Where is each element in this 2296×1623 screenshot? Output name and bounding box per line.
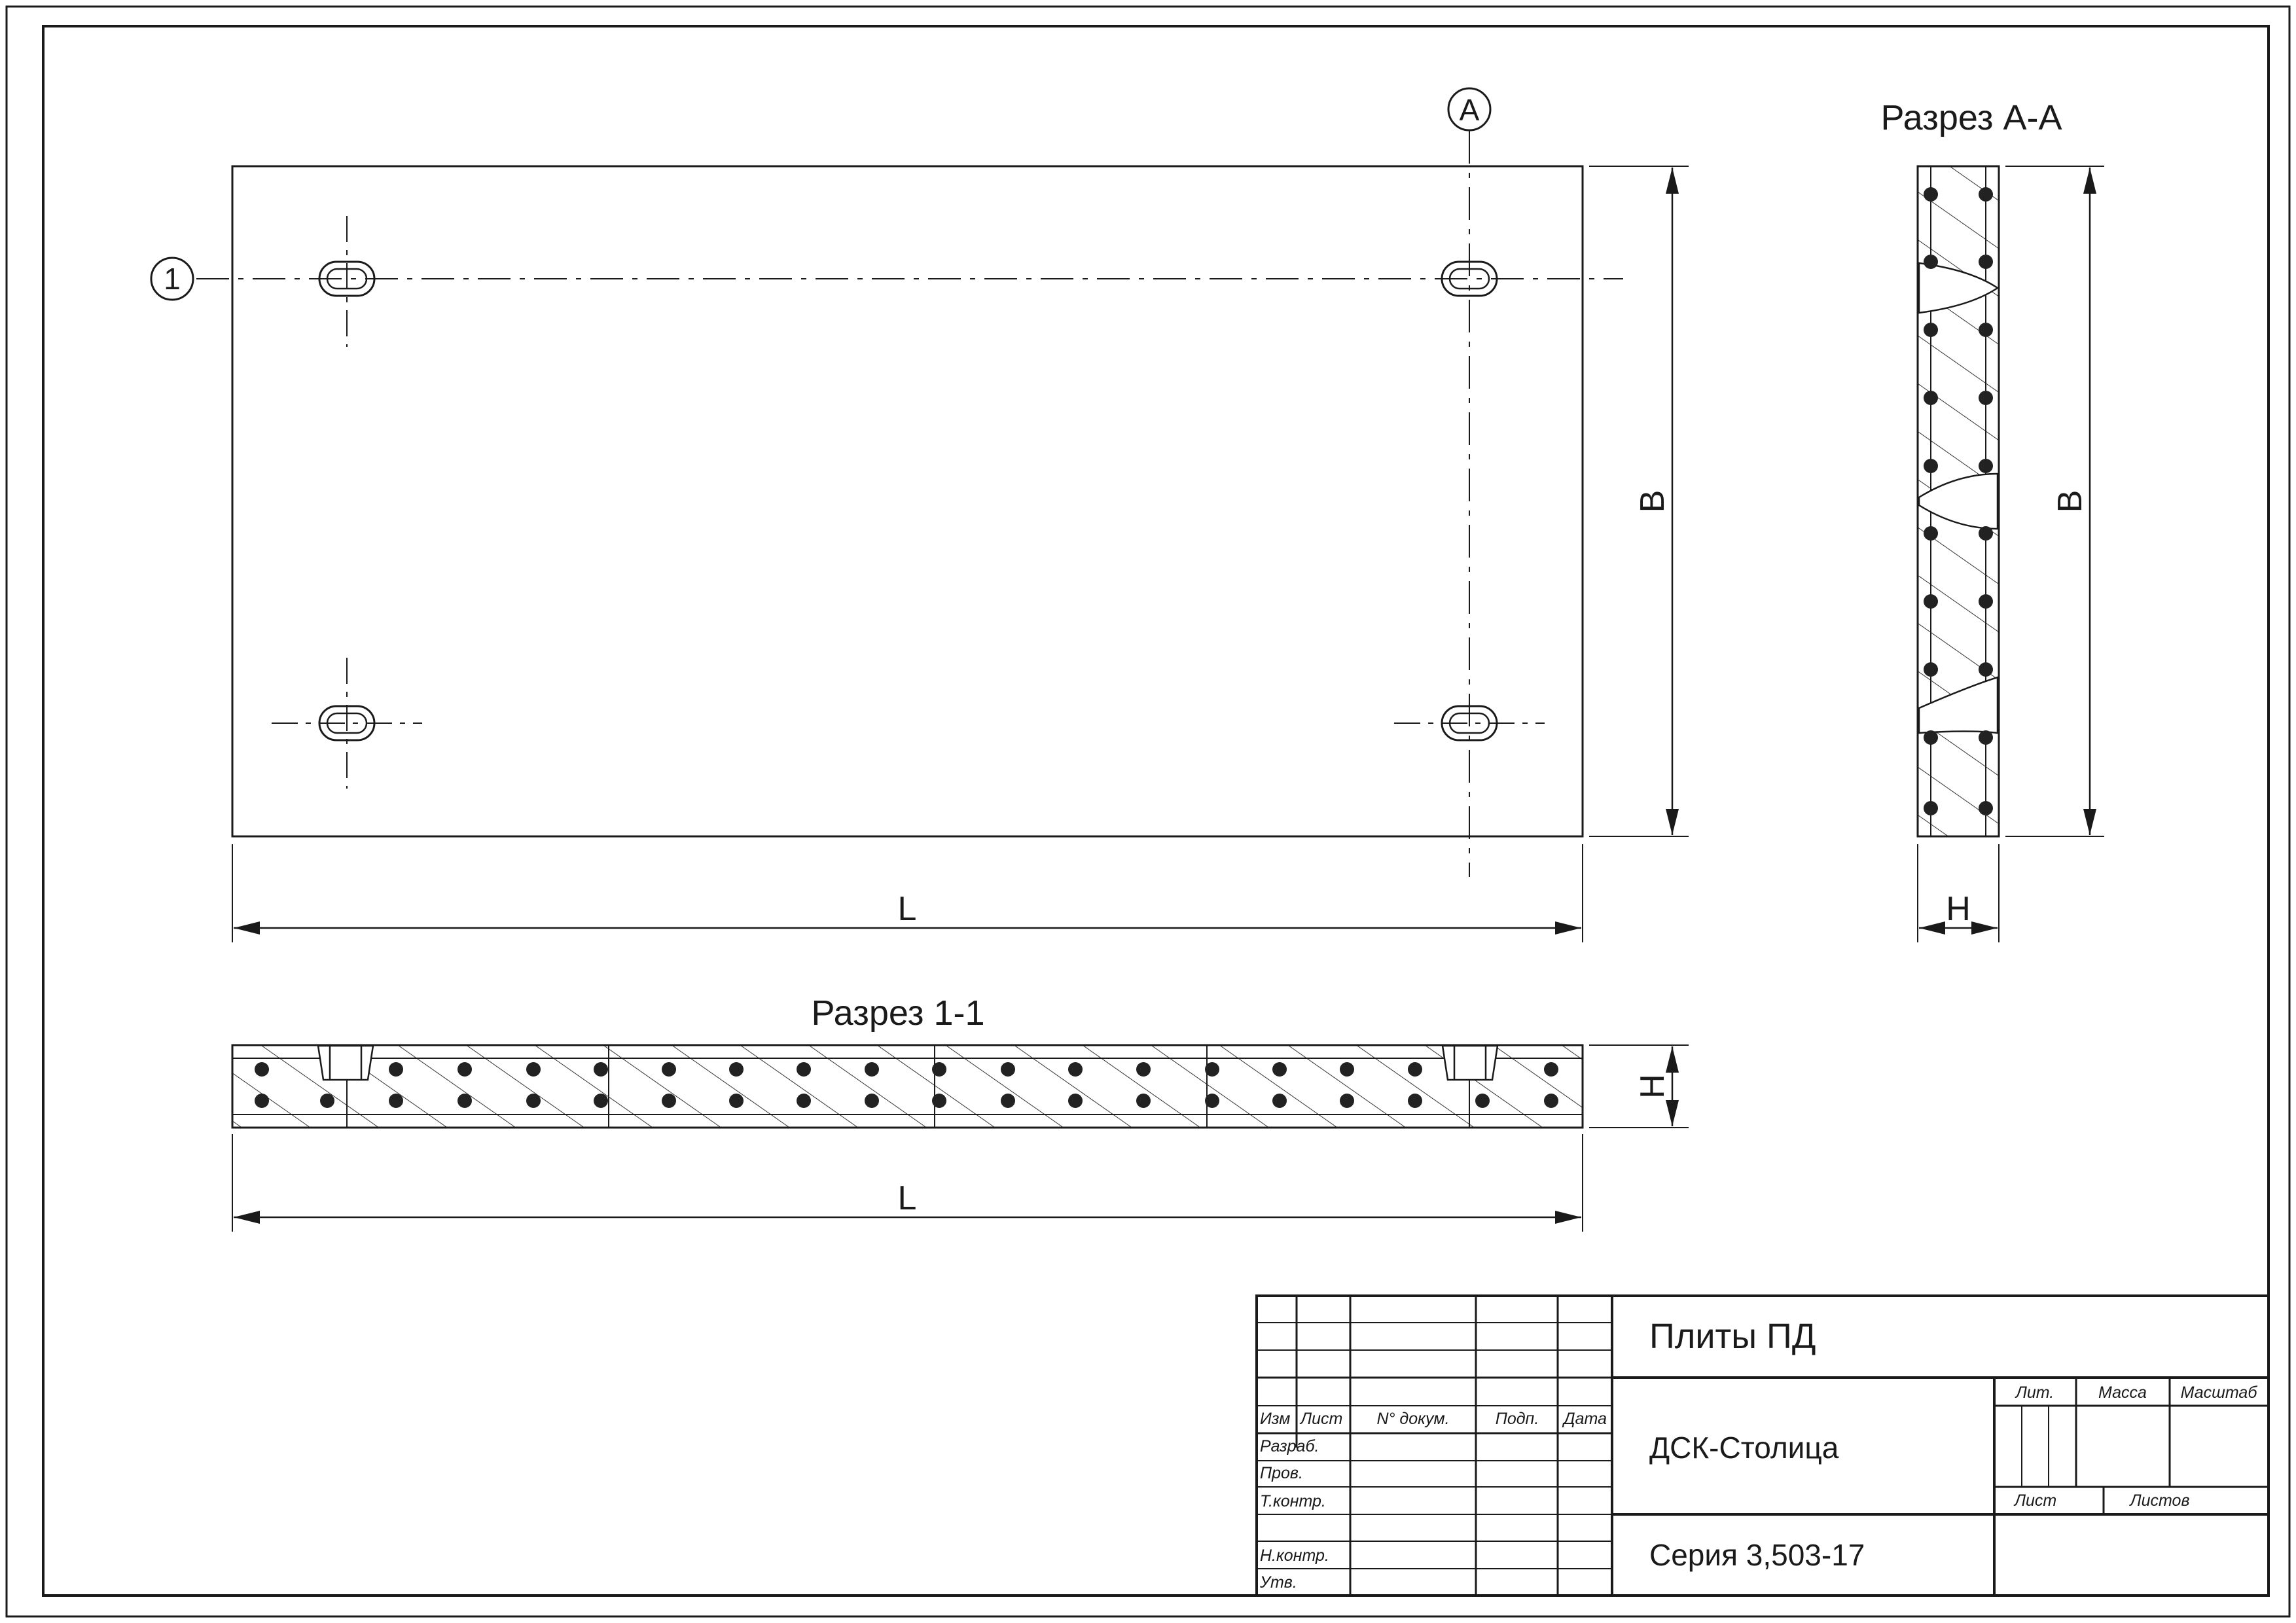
section-aa-rebar [1924, 187, 1993, 815]
dimension-h-section-aa-label: H [1946, 890, 1971, 928]
stage-sheets-label: Листов [2128, 1491, 2189, 1510]
dimension-b-section: B [2005, 166, 2104, 837]
dimension-b-plan: B [1589, 166, 1689, 837]
title-block: Изм Лист N° докум. Подп. Дата Разраб. Пр… [1255, 1294, 2270, 1597]
role-tech-control-label: Т.контр. [1260, 1492, 1326, 1510]
dimension-l-plan-label: L [898, 890, 917, 928]
lifting-loop-tl [318, 260, 376, 297]
section-11-outline [231, 1044, 1584, 1129]
section-11-view: Разрез 1-1 [231, 993, 1689, 1232]
section-aa-loop-top [1918, 262, 2000, 314]
dimension-b-section-label: B [2051, 490, 2089, 513]
stage-lit-label: Лит. [2015, 1383, 2054, 1402]
section-aa-loop-mid [1918, 473, 1999, 530]
drawing-frame [42, 25, 2270, 1597]
dimension-h-section-aa: H [1917, 844, 2000, 942]
title-block-grid [1257, 1296, 2269, 1596]
col-signature-label: Подп. [1496, 1410, 1539, 1428]
lifting-loop-br [1441, 705, 1498, 741]
section-aa-title: Разрез А-А [1880, 98, 2062, 137]
dimension-l-section-11-label: L [898, 1179, 917, 1217]
section-11-title: Разрез 1-1 [811, 993, 984, 1033]
col-date-label: Дата [1562, 1410, 1607, 1428]
lifting-loop-bl [318, 705, 376, 741]
section-11-loop-left [317, 1044, 374, 1081]
role-developed-label: Разраб. [1260, 1437, 1319, 1455]
lifting-loop-tr [1441, 260, 1498, 297]
document-name: Плиты ПД [1649, 1317, 1816, 1356]
plan-view: 1 А B L [150, 87, 1689, 942]
col-sheet-label: Лист [1299, 1410, 1342, 1428]
role-checked-label: Пров. [1260, 1464, 1303, 1482]
section-aa-view: Разрез А-А [1880, 98, 2104, 942]
section-aa-loop-bottom [1918, 676, 1999, 734]
stage-scale-label: Масштаб [2181, 1383, 2258, 1402]
section-11-loop-right [1441, 1044, 1499, 1081]
stage-mass-label: Масса [2098, 1383, 2147, 1402]
axis-marker-1: 1 [150, 257, 194, 301]
section-aa-outline [1916, 165, 2000, 838]
axis-marker-1-label: 1 [164, 262, 181, 296]
dimension-b-plan-label: B [1634, 490, 1672, 513]
dimension-l-section-11: L [232, 1134, 1583, 1232]
dimension-h-section-11: H [1589, 1044, 1689, 1128]
slab-outline [231, 165, 1584, 838]
axis-marker-a-label: А [1460, 93, 1480, 127]
section-11-hatch [232, 1045, 1583, 1128]
role-norm-control-label: Н.контр. [1260, 1546, 1329, 1565]
section-11-rebar [255, 1062, 1558, 1108]
axis-marker-a: А [1447, 87, 1492, 132]
col-change-label: Изм [1260, 1410, 1290, 1428]
dimension-h-section-11-label: H [1634, 1074, 1672, 1099]
series-number: Серия 3,503-17 [1649, 1538, 1865, 1572]
title-block-frame [1255, 1294, 2270, 1597]
col-doc-no-label: N° докум. [1376, 1410, 1449, 1428]
organization-name: ДСК-Столица [1649, 1431, 1839, 1465]
dimension-l-plan: L [232, 844, 1583, 942]
role-approved-label: Утв. [1259, 1573, 1297, 1592]
sheet-outer-border [5, 5, 2291, 1618]
stage-sheet-label: Лист [2013, 1491, 2056, 1510]
